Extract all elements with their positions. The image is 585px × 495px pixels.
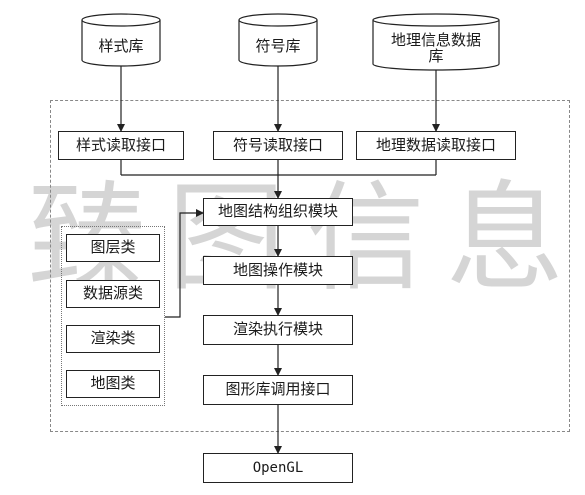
- symbol-database: 符号库: [239, 20, 317, 66]
- symbol-read-interface: 符号读取接口: [213, 131, 343, 160]
- style-database: 样式库: [82, 20, 160, 66]
- cylinder-geo-db-top: [372, 13, 500, 27]
- style-read-interface-label: 样式读取接口: [75, 135, 166, 154]
- class-group-boundary: [61, 226, 165, 406]
- layer-class-label: 图层类: [90, 238, 136, 257]
- cylinder-symbol-db: [238, 20, 318, 67]
- map-structure-module: 地图结构组织模块: [203, 198, 353, 226]
- cylinder-shapes: [81, 13, 500, 71]
- map-structure-module-label: 地图结构组织模块: [217, 202, 338, 221]
- geo-database: 地理信息数据库: [373, 20, 499, 70]
- cylinder-symbol-db-top: [238, 13, 318, 27]
- graphics-api-interface-label: 图形库调用接口: [225, 380, 331, 399]
- cylinder-style-db: [81, 20, 161, 67]
- layer-class: 图层类: [66, 234, 160, 262]
- system-boundary: [50, 100, 570, 432]
- cylinder-geo-db: [372, 20, 500, 71]
- render-class: 渲染类: [66, 325, 160, 353]
- geo-read-interface: 地理数据读取接口: [356, 131, 516, 160]
- symbol-read-interface-label: 符号读取接口: [232, 135, 323, 154]
- symbol-database-label: 符号库: [255, 37, 301, 56]
- map-class: 地图类: [66, 370, 160, 398]
- cylinder-style-db-top: [81, 13, 161, 27]
- render-class-label: 渲染类: [90, 329, 136, 348]
- datasource-class: 数据源类: [66, 280, 160, 308]
- render-exec-module-label: 渲染执行模块: [232, 320, 323, 339]
- datasource-class-label: 数据源类: [82, 284, 143, 303]
- render-exec-module: 渲染执行模块: [203, 315, 353, 345]
- map-operation-module: 地图操作模块: [203, 256, 353, 285]
- style-database-label: 样式库: [98, 37, 144, 56]
- map-class-label: 地图类: [90, 374, 136, 393]
- geo-read-interface-label: 地理数据读取接口: [375, 135, 496, 154]
- opengl-output-label: OpenGL: [252, 459, 304, 476]
- geo-database-label: 地理信息数据库: [390, 31, 481, 65]
- style-read-interface: 样式读取接口: [58, 131, 184, 160]
- opengl-output: OpenGL: [203, 453, 353, 483]
- map-operation-module-label: 地图操作模块: [232, 260, 323, 279]
- graphics-api-interface: 图形库调用接口: [203, 375, 353, 405]
- arrow-classes-to-structure: [165, 209, 204, 318]
